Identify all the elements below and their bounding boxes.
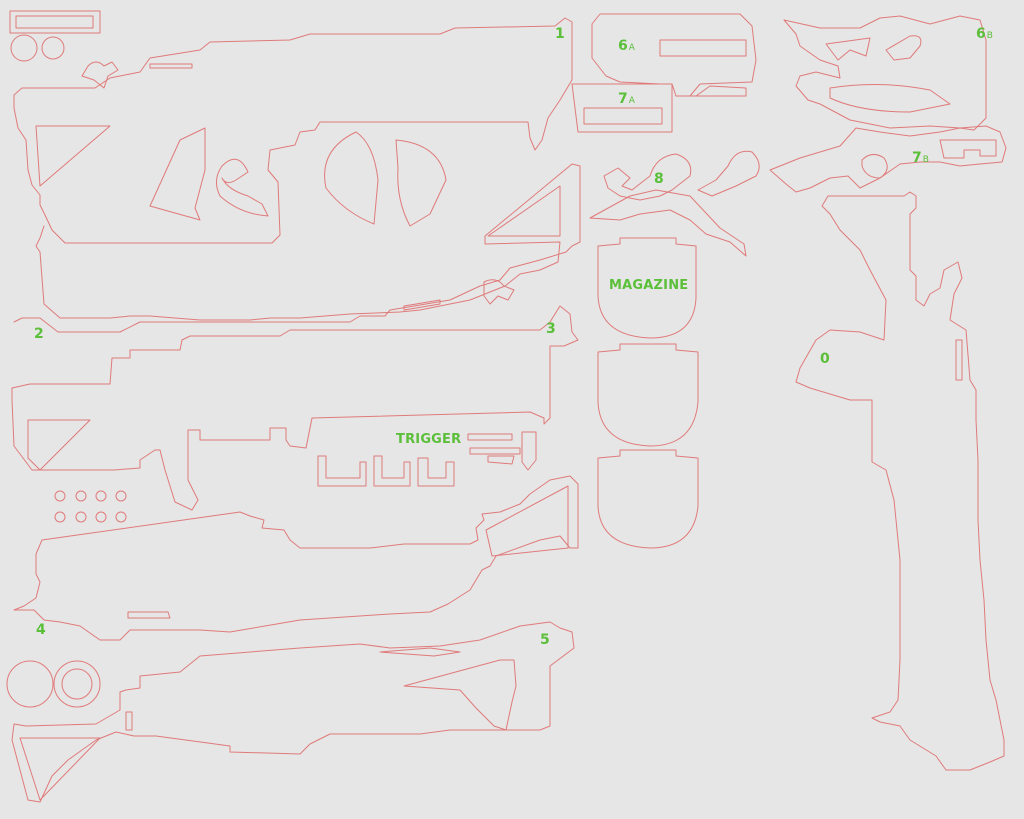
part-8-label: 8 (654, 171, 664, 187)
part-4-triangle-cutout (485, 485, 569, 557)
magazine-pieces (597, 237, 699, 549)
part-6b-outline (783, 15, 987, 131)
bar-piece-outer (9, 10, 101, 34)
part-3-triangle-cutout (27, 419, 91, 471)
trigger-pieces-d (467, 431, 537, 471)
part-7a-tab (675, 85, 747, 97)
part-4-outline (13, 475, 579, 641)
part-5-small-slot (125, 711, 133, 731)
part-7b-swirl (861, 154, 888, 179)
part-7b-outline (769, 125, 1007, 193)
ring-inner (61, 668, 93, 700)
part-0-outline (795, 191, 1005, 771)
part-2-outline (13, 163, 581, 333)
part-7a-label: 7A (618, 91, 636, 107)
bar-piece-inner (15, 15, 94, 29)
disc-solid (6, 660, 54, 708)
part-3-label: 3 (546, 321, 556, 337)
ring-outer (53, 660, 101, 708)
part-5-label: 5 (540, 632, 550, 648)
part-2-flame-detail (483, 279, 515, 305)
part-8-swirl-right (697, 150, 760, 197)
trigger-piece-b (373, 455, 411, 487)
part-6a-label: 6A (618, 38, 636, 54)
part-2-slot (403, 299, 441, 311)
magazine-label: MAGAZINE (609, 278, 688, 293)
part-1-outline (13, 17, 573, 244)
part-2-triangle-cutout (487, 185, 561, 237)
part-2-label: 2 (34, 326, 44, 342)
part-0-slot (955, 339, 963, 381)
part-6b-cutout-a (825, 37, 871, 61)
round-disc-large (10, 34, 38, 62)
part-5-outline (11, 621, 575, 803)
part-1-cutout-a (149, 127, 206, 221)
part-4-slot (127, 611, 171, 619)
round-disc-small (41, 36, 65, 60)
discs-bottom-left (6, 660, 101, 708)
part-1-oval-cutout (324, 131, 379, 225)
trigger-label: TRIGGER (396, 432, 461, 447)
part-7a-slot (583, 107, 663, 125)
part-5-slot (379, 647, 461, 657)
part-3-outline (11, 305, 579, 511)
small-pieces-top-left (9, 10, 101, 62)
magazine-piece-2 (597, 343, 699, 447)
part-6a-slot (659, 39, 747, 57)
part-5-triangle-cutout (19, 737, 101, 801)
part-5-blade-cutout (403, 659, 517, 731)
part-1-curl-cutout (216, 158, 269, 217)
trigger-piece-a (317, 455, 367, 487)
magazine-piece-1 (597, 237, 697, 339)
part-7a-outline (571, 83, 747, 133)
part-1-slot (149, 63, 193, 69)
part-4-label: 4 (36, 622, 46, 638)
trigger-piece-c (417, 457, 455, 487)
part-8-outline (589, 150, 760, 257)
part-7b-key-pattern (939, 139, 997, 159)
part-1-label: 1 (555, 26, 565, 42)
part-7b-label: 7B (912, 150, 929, 166)
part-6b-cutout-c (829, 83, 951, 113)
part-1-flame-detail (81, 61, 119, 89)
part-6b-cutout-b (885, 35, 922, 61)
part-8-curl (603, 153, 692, 201)
part-1-triangle-cutout (35, 125, 111, 187)
part-1-leaf-cutout (395, 139, 447, 227)
part-0-label: 0 (820, 351, 830, 367)
hole-grid (54, 490, 127, 523)
part-6b-label: 6B (976, 26, 993, 42)
magazine-piece-3 (597, 449, 699, 549)
